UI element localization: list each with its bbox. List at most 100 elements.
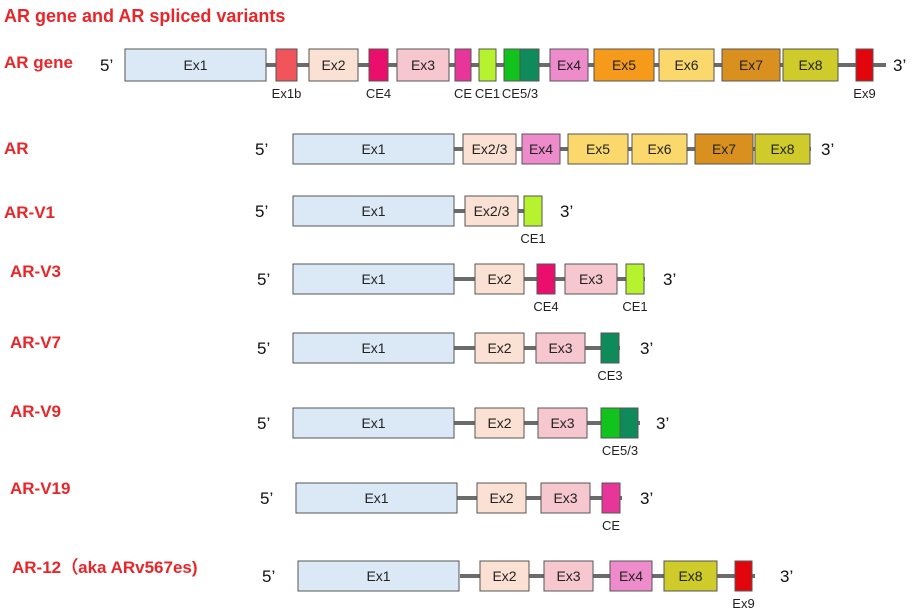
- row-label: AR-12（aka ARv567es): [12, 557, 198, 577]
- exon-box-ce1: [523, 195, 543, 227]
- five-prime-label: 5’: [100, 56, 113, 75]
- exon-box-ce1: [625, 263, 645, 295]
- row-label: AR-V1: [4, 203, 55, 222]
- exon-below-label: CE4: [533, 299, 558, 314]
- exon-box-ex4: [609, 560, 653, 592]
- exon-box-ex9: [855, 48, 874, 82]
- exon-below-label: CE: [602, 518, 620, 533]
- three-prime-label: 3’: [560, 202, 573, 221]
- exon-below-label: Ex1b: [272, 86, 302, 101]
- exon-box-ex4: [549, 48, 589, 82]
- exon-below-label: CE: [454, 86, 472, 101]
- exon-label: Ex3: [548, 340, 572, 356]
- exon-below-label: CE3: [597, 368, 622, 383]
- exon-box-ce4: [536, 263, 556, 295]
- exon-box-ex2: [474, 263, 525, 295]
- exon-label: Ex4: [557, 57, 581, 73]
- exon-box-ex1: [295, 482, 458, 514]
- exon-label: Ex5: [586, 141, 610, 157]
- five-prime-label: 5’: [257, 414, 270, 433]
- exon-box-ex1: [292, 332, 455, 364]
- exon-box-ex3: [537, 407, 588, 439]
- exon-label: Ex8: [770, 141, 794, 157]
- exon-box-ce5-3: [600, 407, 621, 439]
- three-prime-label: 3’: [821, 140, 834, 159]
- exon-box-ex8: [782, 48, 839, 82]
- exon-box-ex6: [658, 48, 715, 82]
- exon-label: Ex3: [411, 57, 435, 73]
- exon-label: Ex1: [183, 57, 207, 73]
- exon-box-ex2-3: [462, 133, 517, 165]
- exon-box-ex1: [124, 48, 267, 82]
- exon-box-ex1: [292, 263, 455, 295]
- exon-label: Ex1: [361, 141, 385, 157]
- exon-label: Ex5: [612, 57, 636, 73]
- exon-label: Ex1: [364, 490, 388, 506]
- three-prime-label: 3’: [640, 489, 653, 508]
- row-label: AR-V7: [10, 333, 61, 352]
- exon-box-ex8: [754, 133, 811, 165]
- exon-box-ex1: [292, 407, 455, 439]
- exon-box-ex1: [292, 133, 455, 165]
- three-prime-label: 3’: [893, 56, 906, 75]
- exon-box-ex1: [292, 195, 455, 227]
- row-label: AR gene: [4, 53, 73, 72]
- exon-label: Ex2: [321, 57, 345, 73]
- exon-box-ex2: [474, 332, 525, 364]
- exon-label: Ex2/3: [474, 203, 510, 219]
- exon-box-ex1: [297, 560, 460, 592]
- diagram-title: AR gene and AR spliced variants: [4, 6, 285, 26]
- three-prime-label: 3’: [656, 414, 669, 433]
- exon-label: Ex1: [361, 415, 385, 431]
- exon-label: Ex2: [487, 415, 511, 431]
- exon-label: Ex1: [361, 203, 385, 219]
- exon-below-label: CE4: [366, 86, 391, 101]
- five-prime-label: 5’: [257, 339, 270, 358]
- five-prime-label: 5’: [257, 270, 270, 289]
- exon-box-ce4: [368, 48, 389, 82]
- exon-label: Ex1: [366, 568, 390, 584]
- exon-box-ex5: [593, 48, 655, 82]
- three-prime-label: 3’: [663, 270, 676, 289]
- exon-below-label: CE5/3: [502, 86, 538, 101]
- exon-box-ex2: [479, 560, 530, 592]
- exon-label: Ex2: [487, 340, 511, 356]
- exon-label: Ex3: [579, 271, 603, 287]
- exon-label: Ex7: [712, 141, 736, 157]
- exon-label: Ex6: [647, 141, 671, 157]
- exon-label: Ex8: [798, 57, 822, 73]
- row-label: AR-V9: [10, 402, 61, 421]
- three-prime-label: 3’: [640, 339, 653, 358]
- exon-box-ex2: [474, 407, 525, 439]
- exon-box-ce3: [519, 48, 540, 82]
- exon-box-ce3: [600, 332, 620, 364]
- exon-box-ex4: [521, 133, 561, 165]
- exon-box-ex3: [396, 48, 450, 82]
- exon-label: Ex2/3: [472, 141, 508, 157]
- exon-label: Ex2: [489, 490, 513, 506]
- exon-label: Ex1: [361, 340, 385, 356]
- exon-label: Ex7: [739, 57, 763, 73]
- exon-box-ex5: [567, 133, 629, 165]
- exon-label: Ex4: [529, 141, 553, 157]
- exon-below-label: Ex9: [853, 86, 875, 101]
- exon-box-ex1b: [275, 48, 298, 82]
- exon-box-ex8: [663, 560, 718, 592]
- exon-label: Ex8: [678, 568, 702, 584]
- exon-box-ce: [601, 482, 621, 514]
- exon-box-ex6: [631, 133, 688, 165]
- exon-label: Ex1: [361, 271, 385, 287]
- five-prime-label: 5’: [262, 567, 275, 586]
- five-prime-label: 5’: [255, 140, 268, 159]
- row-label: AR-V3: [10, 262, 61, 281]
- exon-below-label: CE1: [622, 299, 647, 314]
- exon-below-label: CE5/3: [602, 443, 638, 458]
- exon-label: Ex2: [487, 271, 511, 287]
